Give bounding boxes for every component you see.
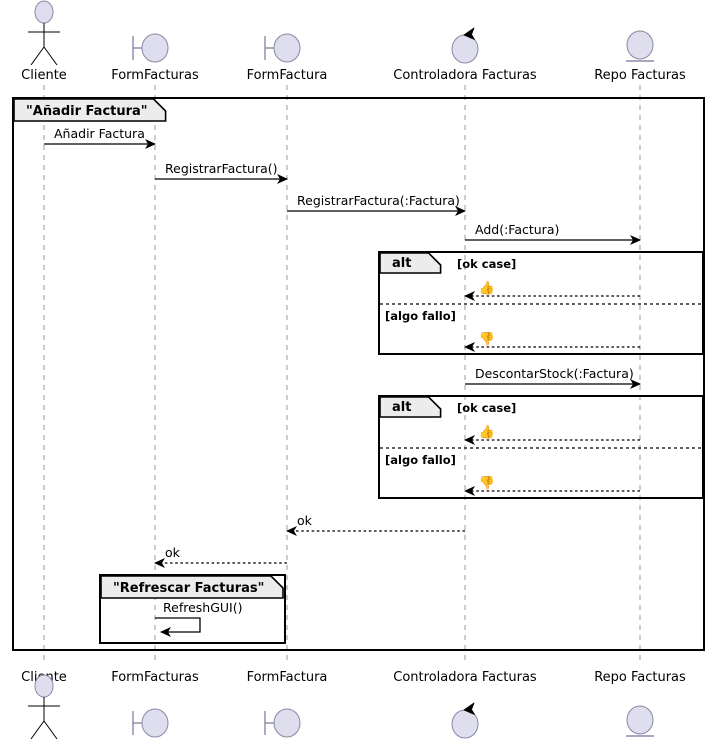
frames-layer: "Añadir Factura" alt alt "Refrescar Factura… <box>12 97 705 651</box>
participant-label: Repo Facturas <box>594 68 686 83</box>
message-msg-4[interactable]: 👍 <box>464 280 640 301</box>
frame-header <box>100 575 284 599</box>
frame-border <box>378 395 704 499</box>
participant-label: Controladora Facturas <box>393 68 537 83</box>
message-label: RefreshGUI() <box>163 600 242 615</box>
message-a-adir-factura[interactable]: Añadir Factura <box>44 126 156 149</box>
actor-head-icon <box>34 0 54 24</box>
participant-label: FormFactura <box>247 68 328 83</box>
message-ok[interactable]: ok <box>286 513 465 536</box>
message-label: 👍 <box>479 424 495 440</box>
actor-leg-right <box>43 46 58 66</box>
message-label: Añadir Factura <box>54 126 145 141</box>
control-arrow-icon <box>463 702 475 715</box>
participant-head-formfactura[interactable]: FormFactura <box>247 33 328 83</box>
participant-foot-controladora-facturas[interactable]: Controladora Facturas <box>393 670 537 739</box>
participant-head-cliente[interactable]: Cliente <box>21 0 67 83</box>
message-label: ok <box>297 513 313 528</box>
message-label: RegistrarFactura() <box>165 161 278 176</box>
frame-border <box>12 97 705 651</box>
guard-label-3: [algo fallo] <box>385 453 456 467</box>
boundary-circle-icon <box>141 708 169 738</box>
frame-header <box>13 98 167 122</box>
frame-header <box>379 396 442 418</box>
self-message-arrow <box>155 617 201 637</box>
control-arrow-icon <box>463 27 475 40</box>
message-msg-5[interactable]: 👎 <box>464 331 640 352</box>
participant-label: Repo Facturas <box>594 670 686 685</box>
message-registrarfactura-factura[interactable]: RegistrarFactura(:Factura) <box>287 193 466 216</box>
frame-header <box>379 252 442 274</box>
message-label: ok <box>165 545 181 560</box>
frame-label: "Añadir Factura" <box>26 104 148 119</box>
participant-label: Controladora Facturas <box>393 670 537 685</box>
lifelines-layer <box>43 85 641 665</box>
boundary-circle-icon <box>273 708 301 738</box>
message-label: 👍 <box>479 280 495 296</box>
frame-alt-2: alt <box>378 395 704 499</box>
boundary-circle-icon <box>273 33 301 63</box>
actor-leg-left <box>30 46 45 66</box>
actor-leg-right <box>43 720 58 740</box>
participants-top: Cliente FormFacturas FormFactura Controlado… <box>21 0 686 83</box>
message-refreshgui[interactable]: RefreshGUI() <box>155 600 242 637</box>
message-registrarfactura[interactable]: RegistrarFactura() <box>155 161 288 184</box>
message-label: Add(:Factura) <box>475 222 559 237</box>
message-descontarstock-factura[interactable]: DescontarStock(:Factura) <box>465 366 641 389</box>
participant-label: FormFacturas <box>111 68 199 83</box>
guard-label-0: [ok case] <box>457 257 516 271</box>
message-label: DescontarStock(:Factura) <box>475 366 634 381</box>
frame-border <box>378 251 704 355</box>
frame-refrescar-facturas: "Refrescar Facturas" <box>99 574 286 644</box>
message-msg-8[interactable]: 👎 <box>464 475 640 496</box>
message-label: 👎 <box>479 331 495 347</box>
frame-label: "Refrescar Facturas" <box>113 581 264 596</box>
participant-foot-cliente[interactable]: Cliente <box>21 670 67 740</box>
message-add-factura[interactable]: Add(:Factura) <box>465 222 641 245</box>
participant-head-repo-facturas[interactable]: Repo Facturas <box>594 30 686 83</box>
frame-alt-1: alt <box>378 251 704 355</box>
actor-head-icon <box>34 674 54 698</box>
participant-head-controladora-facturas[interactable]: Controladora Facturas <box>393 27 537 83</box>
guards-layer: [ok case] [algo fallo] [ok case] [algo fall… <box>385 257 516 467</box>
entity-circle-icon <box>626 705 654 735</box>
participant-label: Cliente <box>21 68 67 83</box>
participant-label: FormFacturas <box>111 670 199 685</box>
frame-border <box>99 574 286 644</box>
frame-label: alt <box>392 256 411 271</box>
frame-anadir-factura: "Añadir Factura" <box>12 97 705 651</box>
message-msg-7[interactable]: 👍 <box>464 424 640 445</box>
message-label: 👎 <box>479 475 495 491</box>
participant-foot-formfacturas[interactable]: FormFacturas <box>111 670 199 738</box>
participant-foot-repo-facturas[interactable]: Repo Facturas <box>594 670 686 737</box>
participant-label: FormFactura <box>247 670 328 685</box>
guard-label-2: [ok case] <box>457 401 516 415</box>
frame-label: alt <box>392 400 411 415</box>
participant-head-formfacturas[interactable]: FormFacturas <box>111 33 199 83</box>
actor-leg-left <box>30 720 45 740</box>
entity-circle-icon <box>626 30 654 60</box>
message-label: RegistrarFactura(:Factura) <box>297 193 460 208</box>
participants-bottom: Cliente FormFacturas FormFactura Controlado… <box>21 670 686 740</box>
participant-foot-formfactura[interactable]: FormFactura <box>247 670 328 738</box>
message-ok[interactable]: ok <box>154 545 287 568</box>
guard-label-1: [algo fallo] <box>385 309 456 323</box>
boundary-circle-icon <box>141 33 169 63</box>
